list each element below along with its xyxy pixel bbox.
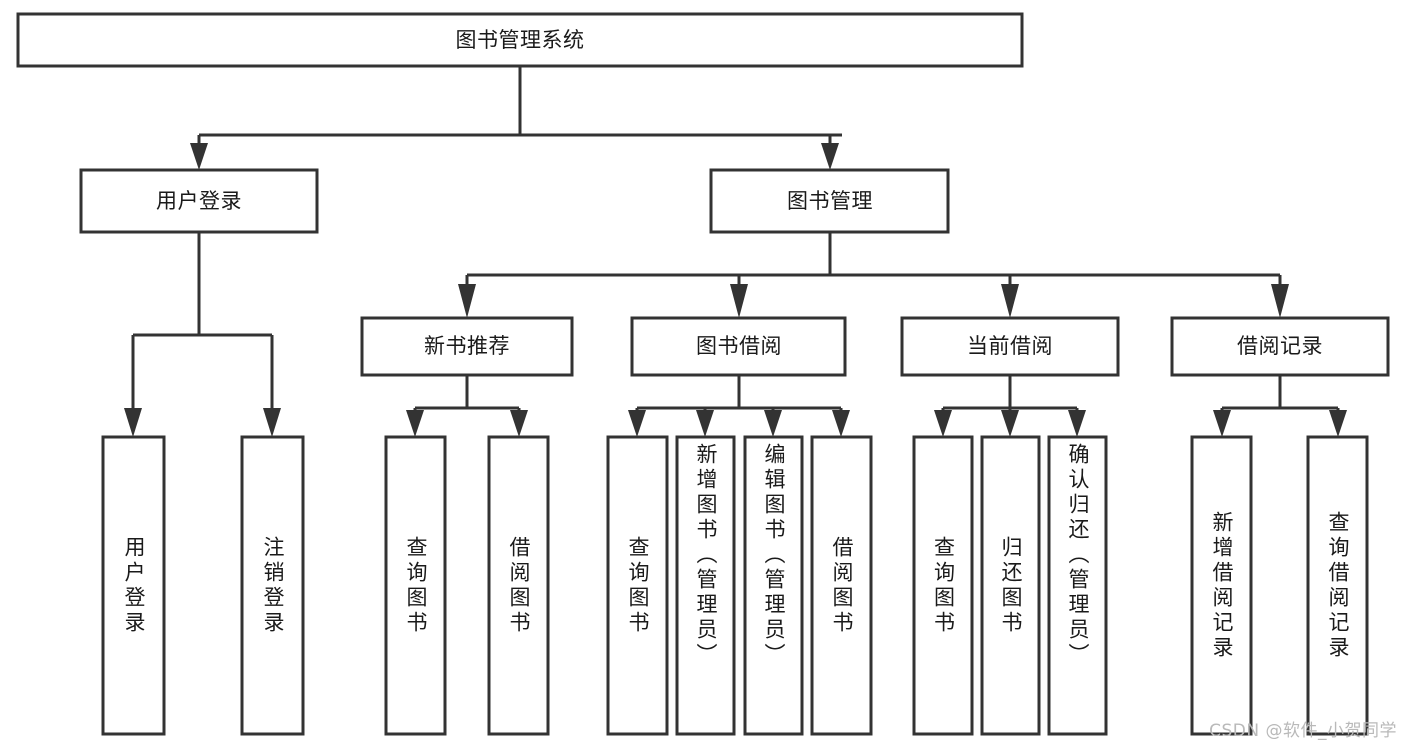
arrow-leaf-query-book-3: [934, 410, 952, 437]
arrow-leaf-query-book-1: [406, 410, 424, 437]
leaf-logout-login[interactable]: [240, 435, 305, 736]
node-borrow-record-label: 借阅记录: [1237, 334, 1323, 358]
node-book-management[interactable]: [709, 168, 950, 234]
edge-borrowrecord-to-leaves: [1220, 375, 1340, 415]
leaf-user-login[interactable]: [101, 435, 166, 736]
arrow-leaf-query-book-2: [628, 410, 646, 437]
leaf-query-book-current[interactable]: [912, 435, 974, 736]
arrow-leaf-borrow-book-2: [832, 410, 850, 437]
node-current-borrow-label: 当前借阅: [967, 334, 1053, 358]
arrow-leaf-return-book: [1001, 410, 1019, 437]
node-user-login[interactable]: [79, 168, 319, 234]
leaf-query-borrow-record[interactable]: [1306, 435, 1369, 736]
arrow-leaf-edit-book: [764, 410, 782, 437]
node-root-library-system[interactable]: [16, 12, 1024, 68]
leaf-add-borrow-record[interactable]: [1190, 435, 1253, 736]
arrow-leaf-user-login: [124, 408, 142, 437]
arrow-to-borrow-record: [1271, 284, 1289, 318]
leaf-query-book-new[interactable]: [384, 435, 447, 736]
node-book-management-label: 图书管理: [787, 189, 873, 213]
node-book-borrow-label: 图书借阅: [696, 334, 782, 358]
arrow-to-new-book: [458, 284, 476, 318]
node-current-borrow[interactable]: [900, 316, 1120, 377]
leaf-borrow-book-borrow[interactable]: [810, 435, 873, 736]
leaf-return-book[interactable]: [980, 435, 1041, 736]
arrow-to-book-manage: [821, 143, 839, 170]
node-root-label: 图书管理系统: [456, 28, 585, 52]
leaf-confirm-return-admin[interactable]: [1047, 435, 1108, 736]
arrow-leaf-confirm-return: [1068, 410, 1086, 437]
edge-bookmanage-to-level3: [465, 232, 1282, 288]
arrow-leaf-borrow-book-1: [510, 410, 528, 437]
edge-newbook-to-leaves: [413, 375, 521, 415]
node-new-book-recommend[interactable]: [360, 316, 574, 377]
edge-root-to-level2: [197, 66, 842, 148]
node-user-login-label: 用户登录: [156, 189, 242, 213]
node-book-borrow[interactable]: [630, 316, 847, 377]
edge-currentborrow-to-leaves: [941, 375, 1079, 415]
arrow-leaf-logout-login: [263, 408, 281, 437]
edge-bookborrow-to-leaves: [635, 375, 843, 415]
leaf-edit-book-admin[interactable]: [743, 435, 804, 736]
arrow-leaf-add-book: [696, 410, 714, 437]
arrow-to-book-borrow: [730, 284, 748, 318]
edge-userlogin-to-leaves: [131, 232, 274, 412]
csdn-watermark: CSDN @软件_小贺同学: [1209, 721, 1397, 741]
arrow-leaf-query-record: [1329, 410, 1347, 437]
leaf-borrow-book-new[interactable]: [487, 435, 550, 736]
node-borrow-record[interactable]: [1170, 316, 1390, 377]
arrow-leaf-add-record: [1213, 410, 1231, 437]
leaf-query-book-borrow[interactable]: [606, 435, 669, 736]
leaf-add-book-admin[interactable]: [675, 435, 736, 736]
arrow-to-current-borrow: [1001, 284, 1019, 318]
arrow-to-user-login: [190, 143, 208, 170]
node-new-book-recommend-label: 新书推荐: [424, 334, 510, 358]
